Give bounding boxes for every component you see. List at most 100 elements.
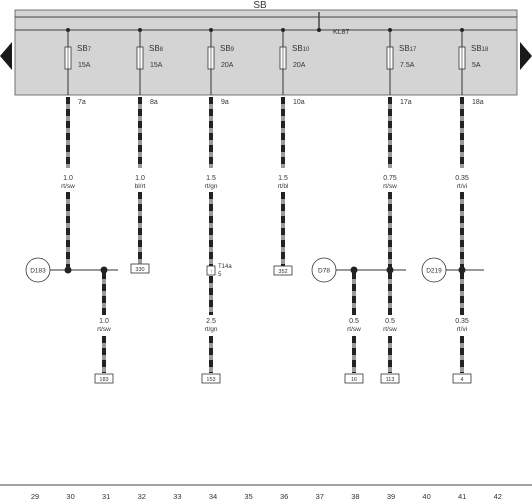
fuse-5-rating: 7.5A xyxy=(400,62,415,69)
fuse-3-rating: 20A xyxy=(221,62,234,69)
branch-color-2: rt/sw xyxy=(347,326,361,333)
connector-t14a-body xyxy=(206,265,216,276)
connector-t14a-id: T14a xyxy=(218,264,232,270)
next-page-button[interactable] xyxy=(520,42,532,70)
connector-t14a-pin: 5 xyxy=(218,272,222,278)
terminal-16-label: 16 xyxy=(351,377,357,383)
bus-kl87-label: KL87 xyxy=(333,29,349,36)
ruler-number-42: 42 xyxy=(494,492,502,500)
ruler-number-34: 34 xyxy=(209,492,217,500)
fuse-3: SB9 20A xyxy=(207,28,235,95)
wire-gauge-17a: 0.75 xyxy=(383,175,397,182)
fuse-3-name: SB9 xyxy=(220,44,235,53)
junction-d183-branch xyxy=(100,266,108,274)
fuse-4: SB10 20A xyxy=(279,28,310,95)
wire-gauge-9a: 1.5 xyxy=(206,175,216,182)
branch-gauge-2: 0.5 xyxy=(349,318,359,325)
prev-page-button[interactable] xyxy=(0,42,12,70)
terminal-4-label: 4 xyxy=(460,377,463,383)
ruler-number-33: 33 xyxy=(173,492,181,500)
wire-id-7a: 7a xyxy=(78,99,86,106)
ruler-number-37: 37 xyxy=(316,492,324,500)
ruler-number-39: 39 xyxy=(387,492,395,500)
ruler-number-40: 40 xyxy=(422,492,430,500)
branch-color-0: rt/sw xyxy=(97,326,111,333)
fuse-name-prefix: SB xyxy=(399,44,410,53)
branch-gauge-0: 1.0 xyxy=(99,318,109,325)
branch-color-3: rt/sw xyxy=(383,326,397,333)
wire-id-9a: 9a xyxy=(221,99,229,106)
ruler-number-30: 30 xyxy=(66,492,74,500)
fuse-2-name: SB8 xyxy=(149,44,164,53)
fuse-number: 8 xyxy=(160,47,164,53)
fuse-name-prefix: SB xyxy=(77,44,88,53)
branch-color-4: rt/vi xyxy=(457,326,467,333)
wire-id-8a: 8a xyxy=(150,99,158,106)
junction-d219-main xyxy=(458,266,466,274)
fuse-1-name: SB7 xyxy=(77,44,92,53)
connection-D219-label: D219 xyxy=(426,268,442,275)
fuse-number: 9 xyxy=(231,47,235,53)
branch-color-1: rt/gn xyxy=(204,326,217,333)
fuse-4-rating: 20A xyxy=(293,62,306,69)
fuse-name-prefix: SB xyxy=(220,44,231,53)
terminal-153-label: 153 xyxy=(206,377,215,383)
terminal-113-label: 113 xyxy=(386,377,395,383)
connection-D78-label: D78 xyxy=(318,268,330,275)
terminal-352: 352 xyxy=(273,265,293,276)
fuse-1-rating: 15A xyxy=(78,62,91,69)
fuse-name-prefix: SB xyxy=(292,44,303,53)
ruler-number-41: 41 xyxy=(458,492,466,500)
fuse-box-title: SB xyxy=(253,0,267,11)
bus-kl87-node xyxy=(317,28,321,32)
terminal-4: 4 xyxy=(452,373,472,384)
fuse-2-rating: 15A xyxy=(150,62,163,69)
terminal-183: 183 xyxy=(94,373,114,384)
branch-gauge-1: 2.5 xyxy=(206,318,216,325)
wire-id-18a: 18a xyxy=(472,99,484,106)
connection-D183: D183 xyxy=(25,257,51,283)
wire-color-10a: rt/bl xyxy=(278,183,289,190)
branch-gauge-3: 0.5 xyxy=(385,318,395,325)
junction-d78-branch xyxy=(350,266,358,274)
junction-d183-main xyxy=(64,266,72,274)
connector-arrow-icon: ↑ xyxy=(210,269,213,275)
junction-d78-main xyxy=(386,266,394,274)
terminal-352-label: 352 xyxy=(278,269,287,275)
fuse-2: SB8 15A xyxy=(136,28,164,95)
connector-t14a: ↑ T14a 5 xyxy=(206,264,232,278)
fuse-number: 10 xyxy=(303,47,310,53)
fuse-number: 7 xyxy=(88,47,92,53)
wire-gauge-10a: 1.5 xyxy=(278,175,288,182)
ruler-number-36: 36 xyxy=(280,492,288,500)
wire-color-7a: rt/sw xyxy=(61,183,75,190)
fuse-5: SB17 7.5A xyxy=(386,28,417,95)
ruler-number-35: 35 xyxy=(244,492,252,500)
terminal-183-label: 183 xyxy=(99,377,108,383)
fuse-name-prefix: SB xyxy=(149,44,160,53)
connection-D183-label: D183 xyxy=(30,268,46,275)
fuse-5-name: SB17 xyxy=(399,44,417,53)
ruler-number-32: 32 xyxy=(138,492,146,500)
wire-id-10a: 10a xyxy=(293,99,305,106)
connection-D78: D78 xyxy=(311,257,337,283)
wire-id-17a: 17a xyxy=(400,99,412,106)
wire-color-18a: rt/vi xyxy=(457,183,467,190)
triangle-right-icon xyxy=(520,42,532,70)
wire-color-9a: rt/gn xyxy=(204,183,217,190)
fuse-number: 18 xyxy=(482,47,489,53)
wire-gauge-18a: 0.35 xyxy=(455,175,469,182)
terminal-153: 153 xyxy=(201,373,221,384)
fuse-box xyxy=(14,9,518,96)
wire-gauge-7a: 1.0 xyxy=(63,175,73,182)
fuse-name-prefix: SB xyxy=(471,44,482,53)
branch-gauge-4: 0.35 xyxy=(455,318,469,325)
terminal-16: 16 xyxy=(344,373,364,384)
ruler-number-38: 38 xyxy=(351,492,359,500)
fuse-1: SB7 15A xyxy=(64,28,92,95)
fuse-6-name: SB18 xyxy=(471,44,489,53)
terminal-113: 113 xyxy=(380,373,400,384)
wire-color-8a: bl/rt xyxy=(135,183,146,190)
